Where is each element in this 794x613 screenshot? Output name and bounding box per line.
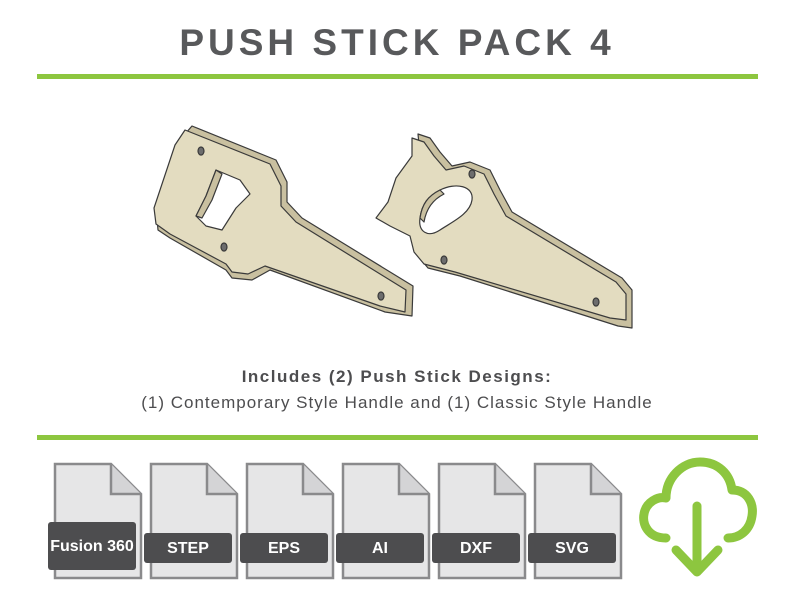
contemporary-push-stick: [153, 125, 414, 317]
file-eps: EPS: [240, 462, 335, 580]
file-format-label: DXF: [432, 533, 520, 563]
includes-detail: (1) Contemporary Style Handle and (1) Cl…: [141, 393, 653, 412]
includes-heading: Includes (2) Push Stick Designs:: [241, 367, 553, 386]
page-title: PUSH STICK PACK 4: [179, 22, 615, 63]
file-step: STEP: [144, 462, 239, 580]
top-divider: [37, 74, 758, 79]
file-dxf: DXF: [432, 462, 527, 580]
push-stick-illustration: [153, 125, 633, 329]
file-format-label: AI: [336, 533, 424, 563]
file-svg: SVG: [528, 462, 623, 580]
cloud-download-icon[interactable]: [636, 452, 758, 582]
file-format-label: EPS: [240, 533, 328, 563]
file-ai: AI: [336, 462, 431, 580]
file-format-label: Fusion 360: [48, 522, 136, 570]
file-fusion360: Fusion 360: [48, 462, 143, 580]
file-format-label: SVG: [528, 533, 616, 563]
file-format-label: STEP: [144, 533, 232, 563]
middle-divider: [37, 435, 758, 440]
classic-push-stick: [375, 133, 633, 329]
